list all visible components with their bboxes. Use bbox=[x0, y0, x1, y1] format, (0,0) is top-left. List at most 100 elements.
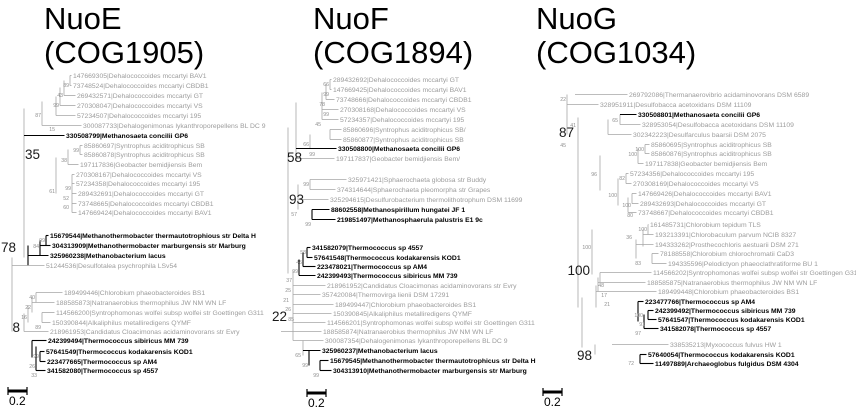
bootstrap-value: 16 bbox=[21, 315, 27, 321]
taxon-label: 73748666|Dehalococcoides mccartyi CBDB1 bbox=[336, 97, 472, 104]
bootstrap-value: 99 bbox=[65, 186, 71, 192]
taxon-label: 114566200|Syntrophomonas wolfei subsp wo… bbox=[56, 310, 264, 317]
bootstrap-value: 100 bbox=[622, 203, 631, 209]
bootstrap-value: 45 bbox=[315, 122, 321, 128]
bootstrap-value: 99 bbox=[53, 103, 59, 109]
taxon-label: 328953054|Desulfobacca acetoxidans DSM 1… bbox=[642, 122, 794, 129]
taxon-label: 270308167|Dehalococcoides mccartyi VS bbox=[76, 172, 202, 179]
bootstrap-value: 25 bbox=[285, 288, 291, 294]
bootstrap-value: 97 bbox=[635, 331, 641, 337]
taxon-label: 189499446|Chlorobium phaeobacteroides BS… bbox=[64, 290, 205, 297]
bootstrap-value: 100 bbox=[608, 193, 617, 199]
bootstrap-value: 99 bbox=[309, 152, 315, 158]
bootstrap-value: 99 bbox=[73, 148, 79, 154]
gene-name: NuoG bbox=[536, 1, 617, 36]
taxon-label: 15679544|Methanothermobacter thermautotr… bbox=[50, 233, 256, 240]
taxon-label: 189499447|Chlorobium phaeobacteroides BS… bbox=[335, 302, 476, 309]
taxon-label: 188585875|Natranaerobius thermophilus JW… bbox=[647, 280, 817, 287]
bootstrap-value: 45 bbox=[296, 260, 302, 266]
taxon-label: 330508799|Methanosaeta concilii GP6 bbox=[66, 133, 188, 140]
taxon-label: 85860697|Syntrophus aciditrophicus SB bbox=[84, 143, 205, 150]
bootstrap-value: 22 bbox=[272, 309, 287, 324]
taxon-label: 73748665|Dehalococcoides mccartyi CBDB1 bbox=[78, 201, 214, 208]
taxon-label: 73748667|Dehalococcoides mccartyi CBDB1 bbox=[638, 210, 774, 217]
scale-bar-label: 0.2 bbox=[308, 396, 325, 410]
bootstrap-value: 83 bbox=[635, 261, 641, 267]
taxon-label: 85860878|Syntrophus aciditrophicus SB bbox=[84, 152, 205, 159]
taxon-label: 161485731|Chlorobium tepidum TLS bbox=[650, 222, 761, 229]
taxon-label: 219851497|Methanosphaerula palustris E1 … bbox=[337, 217, 483, 224]
taxon-label: 300087354|Dehalogenimonas lykanthroporep… bbox=[325, 338, 508, 345]
bootstrap-value: 35 bbox=[25, 147, 40, 162]
bootstrap-value: 82 bbox=[619, 176, 625, 182]
taxon-label: 147669305|Dehalococcoides mccartyi BAV1 bbox=[73, 73, 207, 80]
bootstrap-value: 100 bbox=[634, 313, 643, 319]
bootstrap-value: 99 bbox=[33, 354, 39, 360]
taxon-label: 218961953|Candidatus Cloacimonas acidami… bbox=[50, 329, 240, 336]
bootstrap-value: 58 bbox=[300, 250, 306, 256]
taxon-label: 188585873|Natranaerobius thermophilus JW… bbox=[56, 300, 226, 307]
taxon-label: 304313910|Methanothermobacter marburgens… bbox=[333, 368, 527, 375]
taxon-label: 189499448|Chlorobium phaeobacteroides BS… bbox=[658, 289, 799, 296]
bootstrap-value: 45 bbox=[560, 143, 566, 149]
taxon-label: 218961952|Candidatus Cloacimonas acidami… bbox=[327, 283, 517, 290]
taxon-label: 341582079|Thermococcus sp 4557 bbox=[312, 245, 423, 252]
bootstrap-value: 22 bbox=[560, 97, 566, 103]
taxon-label: 147669424|Dehalococcoides mccartyi BAV1 bbox=[78, 210, 212, 217]
taxon-label: 57640054|Thermococcus kodakarensis KOD1 bbox=[648, 352, 795, 359]
taxon-label: 57641549|Thermococcus kodakarensis KOD1 bbox=[46, 349, 193, 356]
bootstrap-value: 99 bbox=[323, 112, 329, 118]
taxon-label: 270308169|Dehalococcoides mccartyi VS bbox=[633, 181, 759, 188]
taxon-label: 188585874|Natranaerobius thermophilus JW… bbox=[323, 329, 493, 336]
taxon-label: 57234358|Dehalococcoides mccartyi 195 bbox=[76, 181, 200, 188]
bootstrap-value: 15 bbox=[49, 127, 55, 133]
taxon-label: 150390844|Alkaliphilus metalliredigens Q… bbox=[52, 320, 191, 327]
taxon-label: 269792086|Thermanaerovibrio acidaminovor… bbox=[629, 92, 809, 99]
taxon-label: 194335596|Pelodictyon phaeoclathratiform… bbox=[668, 261, 818, 268]
taxon-label: 302342223|Desulfarculus baarsii DSM 2075 bbox=[633, 132, 766, 139]
taxon-label: 341582080|Thermococcus sp 4557 bbox=[47, 368, 158, 375]
bootstrap-value: 22 bbox=[25, 305, 31, 311]
taxon-label: 242399493|Thermococcus sibiricus MM 739 bbox=[317, 273, 458, 280]
bootstrap-value: 26 bbox=[285, 307, 291, 313]
bootstrap-value: 66 bbox=[323, 82, 329, 88]
bootstrap-value: 85 bbox=[288, 317, 294, 323]
bootstrap-value: 99 bbox=[292, 269, 298, 275]
scale-bar-label: 0.2 bbox=[9, 394, 26, 408]
bootstrap-value: 99 bbox=[323, 92, 329, 98]
taxon-label: 15679545|Methanothermobacter thermautotr… bbox=[330, 358, 536, 365]
taxon-label: 325971421|Sphaerochaeta globosa str Budd… bbox=[348, 177, 487, 184]
taxon-label: 242399492|Thermococcus sibiricus MM 739 bbox=[655, 308, 796, 315]
taxon-label: 269432571|Dehalococcoides mccartyi GT bbox=[77, 93, 203, 100]
taxon-label: 325294615|Desulfurobacterium thermolitho… bbox=[330, 197, 523, 204]
bootstrap-value: 65 bbox=[612, 118, 618, 124]
bootstrap-value: 58 bbox=[287, 150, 302, 165]
bootstrap-value: 61 bbox=[49, 189, 55, 195]
bootstrap-value: 93 bbox=[289, 192, 304, 207]
bootstrap-value: 100 bbox=[567, 263, 590, 278]
taxon-label: 223477766|Thermococcus sp AM4 bbox=[645, 299, 755, 306]
cog-id: (COG1905) bbox=[44, 35, 205, 70]
bootstrap-value: 52 bbox=[63, 196, 69, 202]
gene-name: NuoE bbox=[44, 1, 122, 36]
taxon-label: 374314644|Sphaerochaeta pleomorpha str G… bbox=[337, 187, 491, 194]
gene-name: NuoF bbox=[313, 1, 389, 36]
taxon-label: 270308047|Dehalococcoides mccartyi VS bbox=[77, 103, 203, 110]
bootstrap-value: 78 bbox=[319, 102, 325, 108]
bootstrap-value: 96 bbox=[591, 172, 597, 178]
taxon-label: 300087733|Dehalogenimonas lykanthroporep… bbox=[83, 123, 266, 130]
taxon-label: 194333262|Prosthecochloris aestuarii DSM… bbox=[655, 242, 799, 249]
taxon-label: 270308168|Dehalococcoides mccartyi VS bbox=[340, 107, 466, 114]
bootstrap-value: 100 bbox=[638, 227, 647, 233]
taxon-label: 338535213|Myxococcus fulvus HW 1 bbox=[670, 342, 782, 349]
taxon-label: 341582078|Thermococcus sp 4557 bbox=[660, 326, 771, 333]
taxon-label: 328951911|Desulfobacca acetoxidans DSM 1… bbox=[600, 102, 752, 109]
bootstrap-value: 17 bbox=[601, 293, 607, 299]
bootstrap-value: 99 bbox=[303, 182, 309, 188]
bootstrap-value: 72 bbox=[628, 361, 634, 367]
bootstrap-value: 38 bbox=[61, 158, 67, 164]
taxon-label: 57641548|Thermococcus kodakarensis KOD1 bbox=[314, 255, 461, 262]
bootstrap-value: 37 bbox=[286, 278, 292, 284]
bootstrap-value: 89 bbox=[63, 83, 69, 89]
